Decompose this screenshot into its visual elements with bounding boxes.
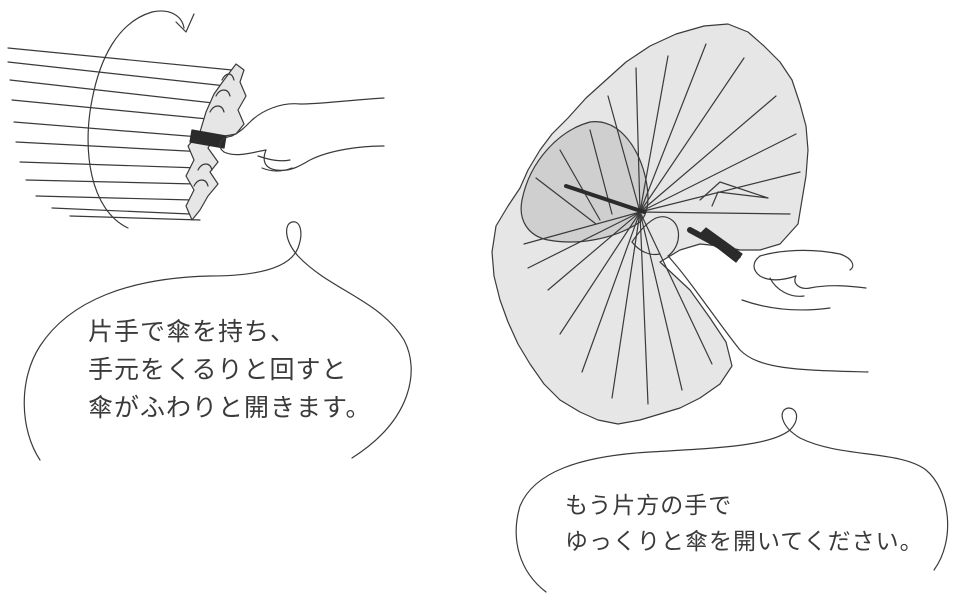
caption-left-line2: 手元をくるりと回すと	[88, 355, 348, 384]
rotation-arrow-icon	[87, 10, 195, 229]
caption-right-line2: ゆっくりと傘を開いてください。	[565, 529, 924, 555]
opening-umbrella-illustration	[491, 23, 809, 425]
hand-illustration	[219, 97, 385, 172]
caption-left-line1: 片手で傘を持ち、	[88, 317, 297, 346]
caption-right: もう片方の手で ゆっくりと傘を開いてください。	[565, 488, 924, 560]
caption-right-line1: もう片方の手で	[565, 493, 733, 519]
hand-illustration	[631, 216, 869, 373]
closed-umbrella-illustration	[7, 47, 247, 221]
speech-bubble-left	[23, 221, 412, 461]
speech-bubble-right	[515, 407, 949, 593]
caption-left: 片手で傘を持ち、 手元をくるりと回すと 傘がふわりと開きます。	[88, 313, 372, 427]
caption-left-line3: 傘がふわりと開きます。	[88, 393, 372, 422]
